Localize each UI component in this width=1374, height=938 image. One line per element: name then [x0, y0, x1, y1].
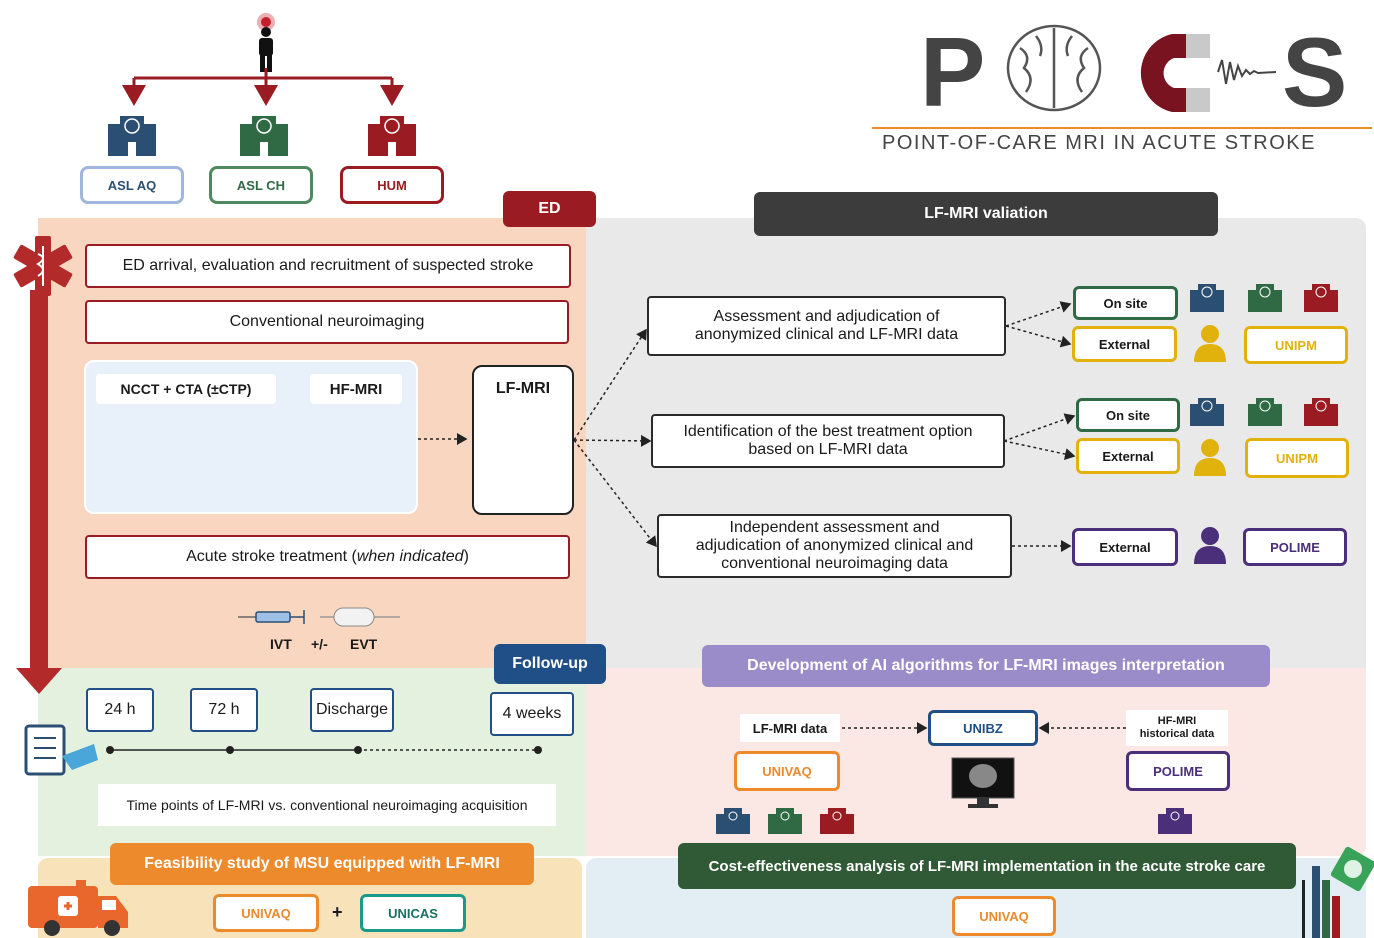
- ambulance-icon: [28, 880, 128, 936]
- hospital-icon-ai-purple: [1158, 808, 1192, 834]
- star-of-life-icon: [13, 236, 73, 296]
- ed-tab: ED: [503, 191, 596, 227]
- hospital-icon-small-green-1: [1248, 284, 1282, 312]
- plusminus-label: +/-: [311, 636, 328, 652]
- logo-letter-p: P: [920, 17, 986, 127]
- timepoint-discharge: Discharge: [310, 688, 394, 732]
- doctor-icon-yellow-2: [1194, 439, 1226, 476]
- validation-task-2: Identification of the best treatment opt…: [651, 414, 1005, 468]
- ai-unibz: UNIBZ: [928, 710, 1038, 746]
- hospital-icon-small-red-1: [1304, 284, 1338, 312]
- evt-label: EVT: [350, 636, 378, 652]
- lfmri-label: LF-MRI: [495, 380, 551, 397]
- lfmri-device-box: [472, 365, 574, 515]
- ai-lfmri-data: LF-MRI data: [740, 714, 840, 742]
- ai-header: Development of AI algorithms for LF-MRI …: [702, 645, 1270, 687]
- syringe-icon: [238, 610, 305, 624]
- hospital-icon-small-blue-2: [1190, 398, 1224, 426]
- stent-icon: [320, 607, 400, 627]
- hospital-icon-small-blue-1: [1190, 284, 1224, 312]
- logo-signal-icon: [1217, 59, 1277, 85]
- followup-timeline: [106, 746, 542, 754]
- hospital-icon-red: [368, 116, 416, 156]
- hospital-icon-ai-green: [768, 808, 802, 834]
- treatment-prefix: Acute stroke treatment (: [186, 548, 357, 565]
- ai-hf-historical: HF-MRI historical data: [1126, 710, 1228, 746]
- hospital-icon-ai-red: [820, 808, 854, 834]
- hospital-icon-small-red-2: [1304, 398, 1338, 426]
- cost-chart-icon: [1302, 846, 1374, 938]
- hospital-icon-ai-blue: [716, 808, 750, 834]
- cost-univaq: UNIVAQ: [952, 896, 1056, 936]
- ai-univaq: UNIVAQ: [734, 751, 840, 791]
- treatment-suffix: ): [463, 548, 469, 565]
- ai-polime: POLIME: [1126, 751, 1230, 791]
- external-3: External: [1072, 528, 1178, 566]
- unipm-1: UNIPM: [1244, 326, 1348, 364]
- ed-step-neuroimaging: Conventional neuroimaging: [85, 300, 569, 344]
- msu-univaq: UNIVAQ: [213, 894, 319, 932]
- validation-task-1: Assessment and adjudication of anonymize…: [647, 296, 1006, 356]
- checklist-icon: [24, 724, 98, 776]
- center-asl-ch: ASL CH: [209, 166, 313, 204]
- center-hum: HUM: [340, 166, 444, 204]
- ncct-label: NCCT + CTA (±CTP): [96, 374, 276, 404]
- ivt-label: IVT: [270, 636, 292, 652]
- patient-icon: [257, 13, 275, 72]
- msu-plus: +: [332, 902, 343, 922]
- external-1: External: [1072, 326, 1177, 362]
- hospital-icon-green: [240, 116, 288, 156]
- center-asl-aq: ASL AQ: [80, 166, 184, 204]
- polime-validation: POLIME: [1243, 528, 1347, 566]
- hospital-icon-small-green-2: [1248, 398, 1282, 426]
- external-2: External: [1076, 438, 1180, 474]
- msu-header: Feasibility study of MSU equipped with L…: [110, 843, 534, 885]
- timeline-arrow: [16, 290, 62, 694]
- doctor-icon-yellow-1: [1194, 325, 1226, 362]
- treatment-italic: when indicated: [356, 548, 464, 565]
- logo-brain-icon: [1006, 24, 1102, 112]
- cost-header: Cost-effectiveness analysis of LF-MRI im…: [678, 843, 1296, 889]
- ed-step-treatment: Acute stroke treatment ( when indicated …: [85, 535, 570, 579]
- timepoint-72h: 72 h: [190, 688, 258, 732]
- on-site-1: On site: [1073, 286, 1178, 320]
- validation-task-3: Independent assessment and adjudication …: [657, 514, 1012, 578]
- hfmri-label: HF-MRI: [310, 374, 402, 404]
- hospital-icon-blue: [108, 116, 156, 156]
- logo-magnet-icon: [1140, 34, 1210, 112]
- followup-tab: Follow-up: [494, 644, 606, 684]
- doctor-icon-purple: [1194, 527, 1226, 564]
- validation-header: LF-MRI valiation: [754, 192, 1218, 236]
- timepoint-4weeks: 4 weeks: [490, 692, 574, 736]
- monitor-icon: [951, 757, 1015, 808]
- timepoint-24h: 24 h: [86, 688, 154, 732]
- unipm-2: UNIPM: [1245, 438, 1349, 478]
- logo-letter-s: S: [1282, 17, 1348, 127]
- logo-subtitle: POINT-OF-CARE MRI IN ACUTE STROKE: [882, 132, 1316, 154]
- ed-step-arrival: ED arrival, evaluation and recruitment o…: [85, 244, 571, 288]
- on-site-2: On site: [1076, 398, 1180, 432]
- followup-caption: Time points of LF-MRI vs. conventional n…: [98, 784, 556, 826]
- msu-unicas: UNICAS: [360, 894, 466, 932]
